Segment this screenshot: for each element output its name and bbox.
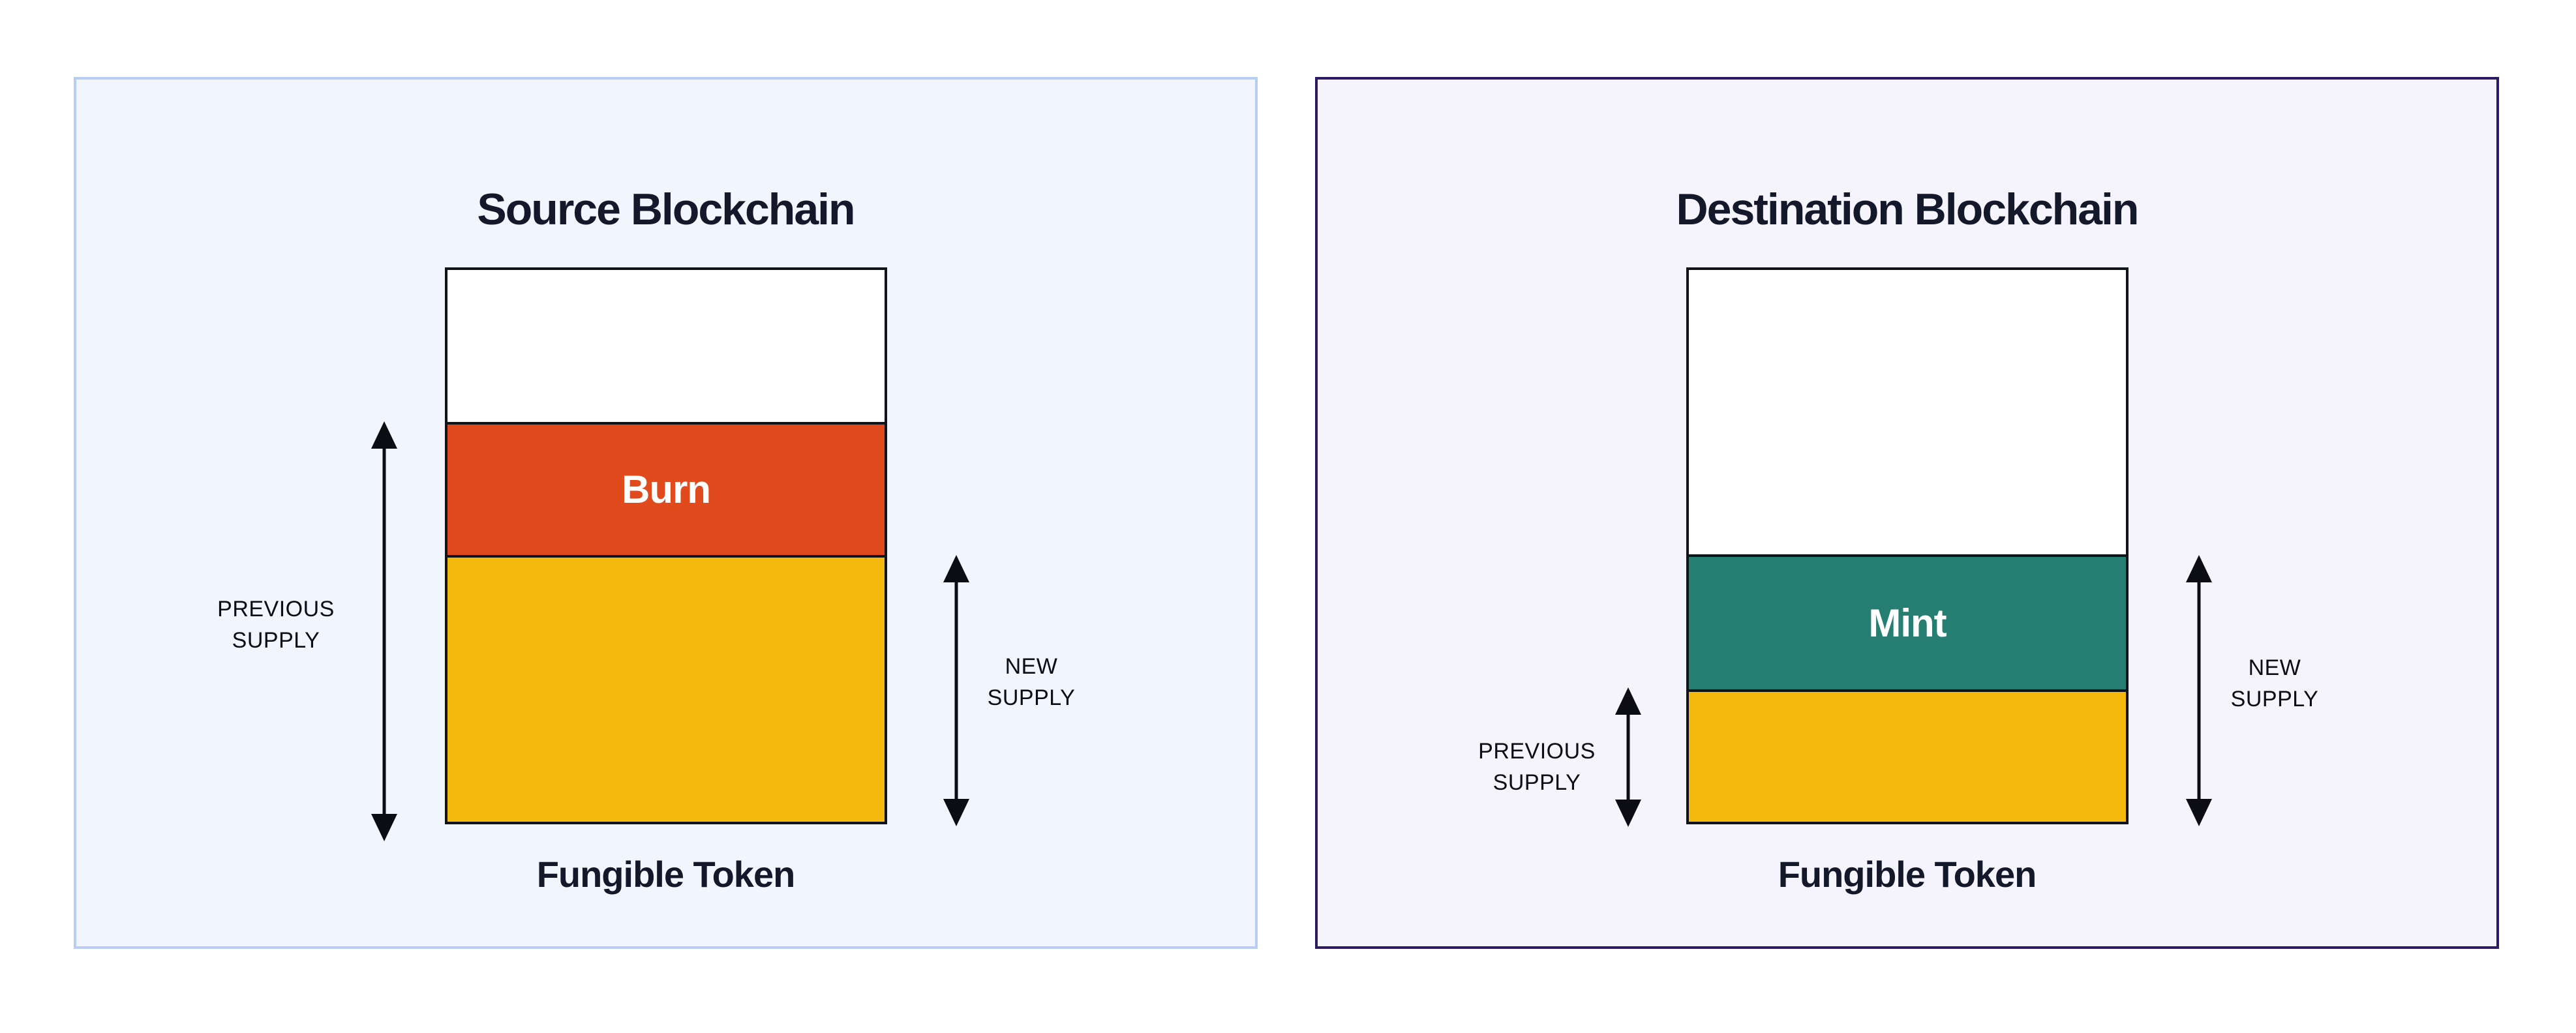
previous-supply-arrow [1615, 687, 1641, 827]
label-line: SUPPLY [987, 685, 1076, 710]
label-line: SUPPLY [2230, 687, 2319, 711]
token-supply-bar: Burn [445, 267, 887, 824]
new-supply-label: NEW SUPPLY [2231, 652, 2319, 715]
token-supply-bar: Mint [1686, 267, 2129, 824]
label-line: SUPPLY [1493, 770, 1581, 795]
bar-segment-untouched [447, 270, 885, 422]
new-supply-arrow [943, 555, 969, 826]
new-supply-label: NEW SUPPLY [988, 651, 1076, 713]
label-line: NEW [1005, 654, 1058, 679]
panel-destination-blockchain: Destination Blockchain Mint PREVIOUS SUP… [1315, 77, 2499, 949]
token-caption: Fungible Token [536, 854, 796, 895]
bar-segment-remaining [447, 554, 885, 822]
bar-segment-unminted [1689, 270, 2126, 554]
label-line: SUPPLY [232, 628, 320, 653]
token-caption: Fungible Token [1778, 854, 2037, 895]
label-line: PREVIOUS [217, 597, 335, 621]
previous-supply-arrow [371, 421, 397, 841]
label-line: NEW [2248, 655, 2301, 680]
panel-source-blockchain: Source Blockchain Burn PREVIOUS SUPPLY [74, 77, 1258, 949]
bar-segment-mint: Mint [1689, 554, 2126, 689]
previous-supply-label: PREVIOUS SUPPLY [217, 593, 335, 656]
new-supply-arrow [2186, 555, 2212, 826]
label-line: PREVIOUS [1478, 739, 1596, 764]
bar-segment-previous [1689, 689, 2126, 822]
previous-supply-label: PREVIOUS SUPPLY [1478, 736, 1596, 798]
panel-title: Destination Blockchain [1676, 185, 2140, 235]
bar-segment-burn: Burn [447, 421, 885, 555]
panel-title: Source Blockchain [477, 185, 855, 235]
mint-label: Mint [1868, 601, 1947, 645]
burn-label: Burn [622, 468, 711, 512]
